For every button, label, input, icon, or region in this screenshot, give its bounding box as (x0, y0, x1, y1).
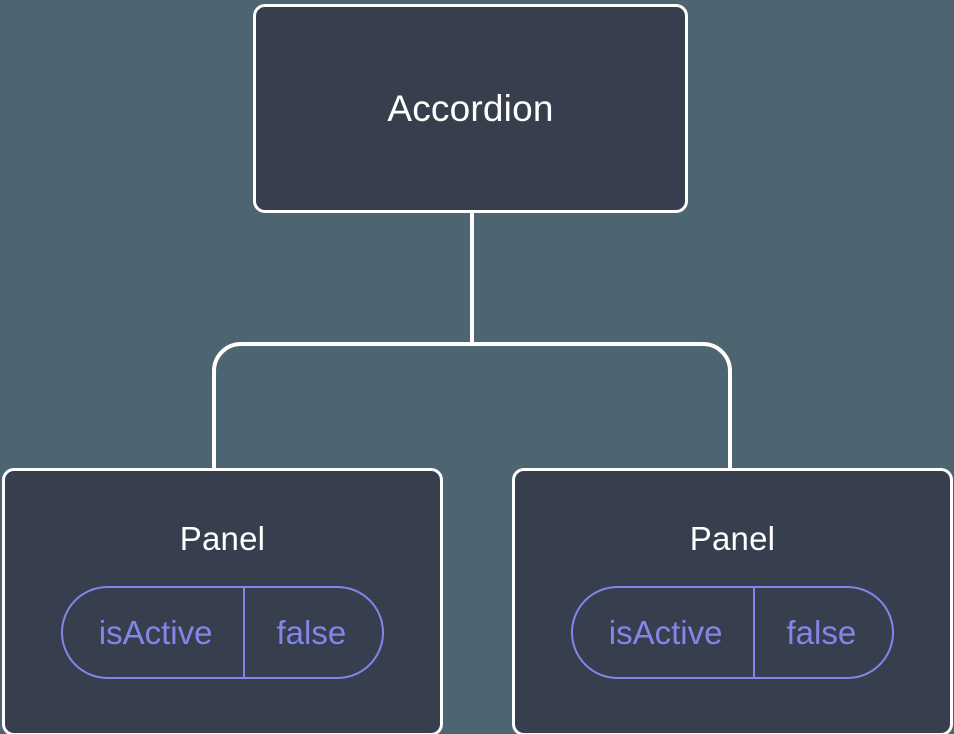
state-key: isActive (98, 614, 213, 651)
state-key: isActive (608, 614, 723, 651)
tree-node-panel-1[interactable]: Panel isActive false (2, 468, 443, 734)
connector-bus-to-panel-left (212, 342, 472, 470)
node-title: Accordion (387, 88, 554, 129)
node-title: Panel (179, 520, 266, 557)
tree-node-accordion[interactable]: Accordion (253, 4, 688, 213)
state-value: false (786, 614, 857, 651)
state-chip[interactable]: isActive false (570, 586, 895, 679)
state-value: false (276, 614, 347, 651)
state-chip[interactable]: isActive false (60, 586, 385, 679)
tree-node-panel-2[interactable]: Panel isActive false (512, 468, 953, 734)
node-title: Panel (689, 520, 776, 557)
connector-bus-to-panel-right (472, 342, 732, 470)
state-divider (753, 588, 756, 677)
state-divider (243, 588, 246, 677)
